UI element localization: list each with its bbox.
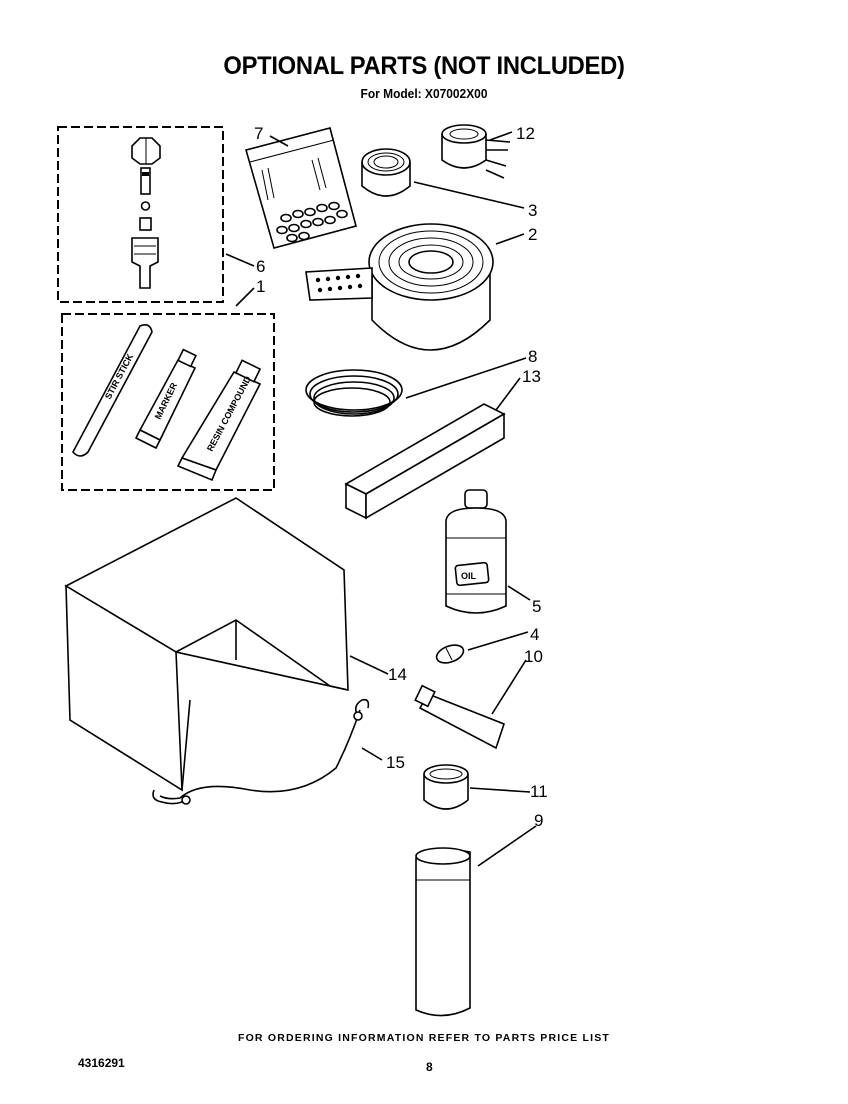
kit-box-6: [57, 126, 224, 303]
valve-fitting-part: [131, 137, 161, 289]
callout-15: 15: [386, 753, 405, 772]
callout-7: 7: [254, 124, 263, 143]
aerosol-can-part: [415, 847, 471, 1017]
oil-bottle-part: [445, 489, 507, 614]
callout-3: 3: [528, 201, 537, 220]
tape-roll-small-part: [361, 148, 411, 197]
tape-roll-12-part: [441, 124, 511, 179]
leader-lines: [225, 131, 537, 867]
foam-strip-part: [344, 403, 506, 520]
model-subtitle: For Model: X07002X00: [360, 86, 488, 101]
ordering-note: FOR ORDERING INFORMATION REFER TO PARTS …: [237, 1032, 611, 1044]
callout-12: 12: [516, 124, 535, 143]
jar-part: [423, 764, 469, 810]
cord-coil-part: [305, 369, 403, 417]
callout-6: 6: [256, 257, 265, 276]
callout-10: 10: [524, 647, 543, 666]
capsule-part: [435, 644, 465, 664]
washer-bag-part: [245, 127, 357, 249]
callout-1: 1: [256, 277, 265, 296]
cover-part: [64, 497, 349, 792]
sealant-tube-small: MARKER: [134, 348, 197, 450]
small-tube-part: [414, 684, 505, 750]
callout-2: 2: [528, 225, 537, 244]
document-number: 4316291: [78, 1056, 125, 1070]
callout-4: 4: [530, 625, 539, 644]
callout-5: 5: [532, 597, 541, 616]
callout-8: 8: [528, 347, 537, 366]
page-title: OPTIONAL PARTS (NOT INCLUDED): [223, 52, 625, 80]
page-number: 8: [426, 1060, 433, 1074]
callout-9: 9: [534, 811, 543, 830]
bungee-cord-part: [152, 698, 370, 805]
callout-13: 13: [522, 367, 541, 386]
kit-box-1: [61, 313, 275, 491]
callout-14: 14: [388, 665, 407, 684]
oil-bottle-label: OIL: [461, 571, 477, 581]
insulation-tape-roll-part: [305, 223, 494, 351]
callout-11: 11: [530, 782, 548, 801]
